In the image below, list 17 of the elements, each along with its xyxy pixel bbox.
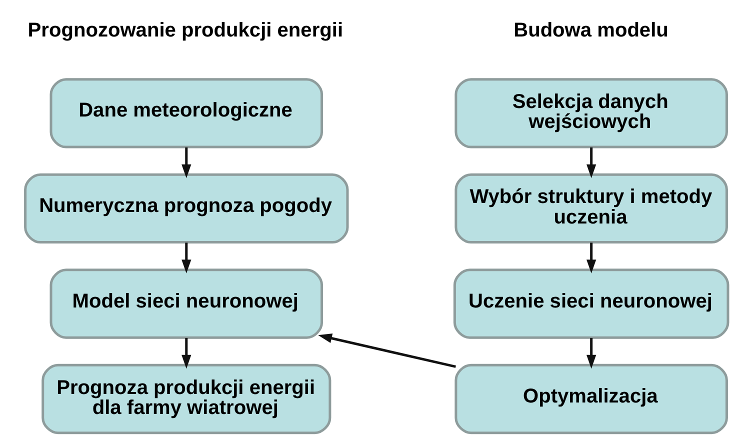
node-box: Optymalizacja (454, 363, 728, 434)
node-box: Wybór struktury i metody uczenia (454, 172, 728, 244)
node-box: Prognoza produkcji energii dla farmy wiatrowej (41, 363, 331, 434)
arrow (586, 337, 596, 368)
arrow (181, 242, 191, 273)
arrow (181, 146, 191, 178)
label: Budowa modelu (513, 18, 668, 41)
arrow (318, 333, 456, 368)
node-box: Numeryczna prognoza pogody (24, 172, 348, 244)
node-box: Uczenie sieci neuronowej (452, 268, 729, 338)
node-box: Dane meteorologiczne (49, 78, 323, 148)
arrow (586, 242, 596, 273)
node-box: Model sieci neuronowej (49, 268, 323, 338)
arrow (586, 146, 596, 178)
node-box: Selekcja danych wejściowych (454, 78, 728, 148)
arrow (181, 337, 191, 368)
label: Prognozowanie produkcji energii (27, 18, 343, 41)
